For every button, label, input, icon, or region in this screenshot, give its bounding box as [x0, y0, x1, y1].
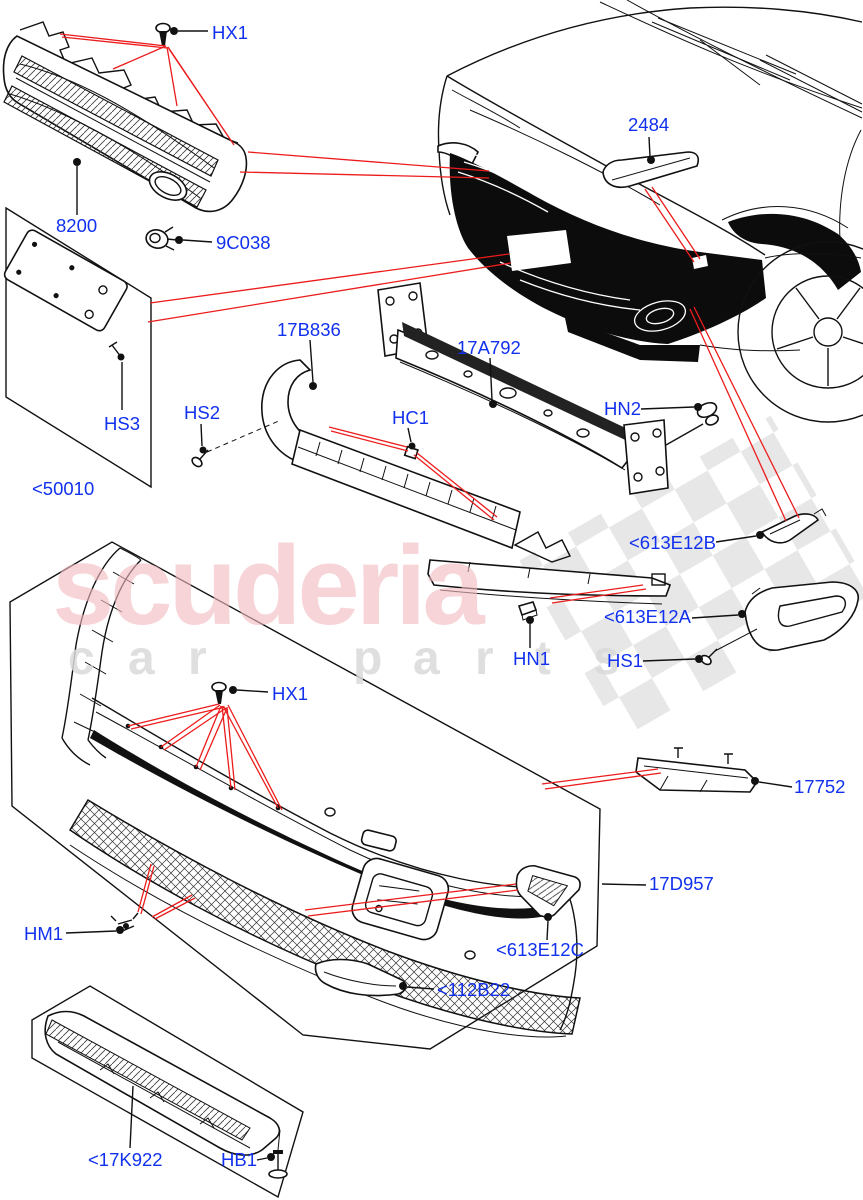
part-label-hb1[interactable]: HB1: [221, 1149, 257, 1170]
part-label-9c038[interactable]: 9C038: [216, 232, 271, 253]
screw-icon-hs3: [108, 341, 125, 361]
fog-grille-613e12c-part: [515, 864, 581, 918]
part-label-112b22[interactable]: <112B22: [437, 979, 510, 1000]
valance-panel-part: [44, 1010, 281, 1156]
part-label-613e12b[interactable]: <613E12B: [629, 532, 716, 553]
clip-icon-hn1: [517, 601, 538, 621]
fog-recess: [351, 857, 450, 941]
fog-lamp-detail: [633, 300, 687, 332]
part-label-hn2[interactable]: HN2: [604, 398, 641, 419]
part-label-17d957[interactable]: 17D957: [649, 873, 714, 894]
part-label-hs1[interactable]: HS1: [607, 650, 643, 671]
plate-recess: [507, 230, 571, 271]
screw-icon-hs2: [191, 449, 209, 468]
part-label-613e12a[interactable]: <613E12A: [604, 606, 692, 627]
part-label-8200[interactable]: 8200: [56, 215, 97, 236]
part-label-2484[interactable]: 2484: [628, 114, 669, 135]
part-label-17k922[interactable]: <17K922: [88, 1149, 163, 1170]
watermark-letter: a: [413, 632, 440, 685]
lower-trim-112b22-part: [314, 958, 407, 997]
watermark-letter: s: [593, 632, 620, 685]
part-label-613e12c[interactable]: <613E12C: [496, 939, 584, 960]
part-label-hc1[interactable]: HC1: [392, 407, 429, 428]
leader-lines: [65, 27, 793, 1161]
watermark-letter: t: [535, 632, 551, 685]
grommet-icon-hn2: [696, 401, 719, 426]
clip-icon-9c038: [145, 226, 178, 251]
grille-badge: [148, 171, 188, 201]
front-wheel: [721, 206, 863, 423]
watermark-letter: c: [68, 632, 95, 685]
screw-icon-hx1-mid: [211, 681, 227, 704]
fog-bezel-613e12a-part: [700, 581, 859, 666]
part-label-hn1[interactable]: HN1: [513, 648, 550, 669]
watermark-letter: r: [188, 632, 207, 685]
trim-strip-613e12b-part: [760, 508, 827, 544]
energy-absorber-part: [191, 359, 571, 563]
red-leader-lines: [59, 33, 800, 920]
screw-icon-hx1-top: [155, 22, 171, 46]
part-label-50010[interactable]: <50010: [32, 478, 94, 499]
vehicle-front-view: [437, 0, 863, 423]
trim-strip-17752-part: [635, 747, 759, 793]
watermark-letter: p: [353, 632, 382, 685]
watermark: scuderia c a r p a r t s: [52, 523, 620, 685]
part-label-hx1-top[interactable]: HX1: [212, 22, 248, 43]
bumper-mounting-rail-part: [427, 559, 672, 621]
part-label-hm1[interactable]: HM1: [24, 923, 63, 944]
reinforcement-bar-part: [377, 282, 669, 495]
bumper-cover-part: [61, 547, 581, 1038]
plate-plinth-part: [3, 229, 128, 332]
part-label-17b836[interactable]: 17B836: [277, 319, 341, 340]
valance-box: [31, 985, 304, 1199]
watermark-letter: a: [128, 632, 155, 685]
watermark-letter: r: [475, 632, 494, 685]
checkered-flag-watermark: [519, 415, 863, 739]
grille-part: [2, 21, 248, 213]
plate-bracket-box: [3, 206, 152, 489]
rivet-icon-hb1: [268, 1150, 288, 1179]
part-label-17a792[interactable]: 17A792: [457, 337, 521, 358]
part-label-hs3[interactable]: HS3: [104, 413, 140, 434]
part-label-hx1-mid[interactable]: HX1: [272, 683, 308, 704]
clip-icon-hm1: [110, 912, 139, 933]
watermark-brand: scuderia: [52, 523, 485, 648]
part-labels: HX1 8200 9C038 2484 17B836 17A792 HS3 HS…: [24, 22, 845, 1170]
part-label-17752[interactable]: 17752: [794, 776, 845, 797]
part-label-hs2[interactable]: HS2: [184, 402, 220, 423]
